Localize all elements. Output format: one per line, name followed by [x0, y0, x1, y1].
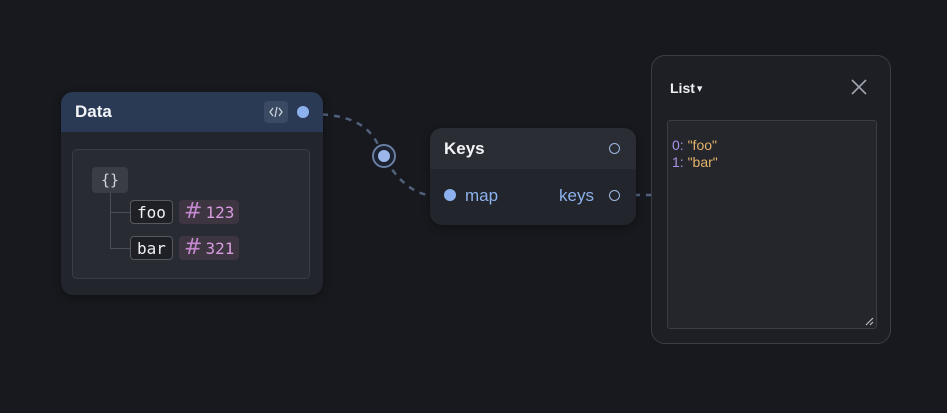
close-icon — [851, 79, 867, 95]
data-node-title: Data — [75, 102, 112, 121]
keys-node-header[interactable]: Keys — [430, 128, 636, 169]
keys-node-output-port[interactable] — [609, 143, 620, 154]
map-input-label: map — [465, 186, 499, 205]
list-item-index: 0: — [672, 137, 684, 153]
json-editor: {} foo # 123 bar # 321 — [72, 149, 310, 279]
number-value-text: 123 — [205, 202, 235, 222]
keys-node[interactable]: Keys map keys — [430, 128, 636, 225]
tree-line-branch — [110, 212, 130, 213]
data-node-header[interactable]: Data — [61, 92, 323, 132]
number-value-bar[interactable]: # 321 — [179, 235, 240, 260]
tree-line-vertical — [110, 193, 111, 248]
tree-line-branch — [110, 248, 130, 249]
list-type-dropdown[interactable]: List ▾ — [670, 80, 702, 96]
list-panel: List ▾ 0: "foo" 1: "bar" — [651, 55, 891, 344]
keys-output-port[interactable] — [609, 190, 620, 201]
number-value-text: 321 — [205, 238, 235, 258]
wire-data-to-keys[interactable] — [309, 112, 429, 197]
number-type-icon: # — [184, 199, 203, 224]
close-button[interactable] — [848, 76, 870, 98]
number-value-foo[interactable]: # 123 — [179, 199, 240, 224]
list-item-index: 1: — [672, 154, 684, 170]
data-node[interactable]: Data {} foo # 123 bar # 321 — [61, 92, 323, 295]
map-input-port[interactable] — [444, 189, 456, 201]
resize-handle-icon[interactable] — [864, 316, 874, 326]
object-type-badge[interactable]: {} — [92, 167, 128, 193]
list-item: 0: "foo" — [672, 137, 872, 154]
list-item-value: "bar" — [687, 154, 718, 170]
data-output-port[interactable] — [297, 106, 309, 118]
list-item-value: "foo" — [687, 137, 717, 153]
keys-output-label: keys — [559, 186, 594, 205]
chevron-down-icon: ▾ — [696, 82, 703, 95]
wire-reroute-handle[interactable] — [372, 144, 396, 168]
key-chip-bar[interactable]: bar — [130, 236, 173, 260]
number-type-icon: # — [184, 235, 203, 260]
list-output-textarea[interactable]: 0: "foo" 1: "bar" — [667, 120, 877, 329]
keys-node-title: Keys — [444, 138, 485, 158]
code-icon — [269, 106, 283, 118]
list-item: 1: "bar" — [672, 154, 872, 171]
list-title-text: List — [670, 80, 695, 96]
key-chip-foo[interactable]: foo — [130, 200, 173, 224]
code-view-button[interactable] — [264, 101, 288, 123]
